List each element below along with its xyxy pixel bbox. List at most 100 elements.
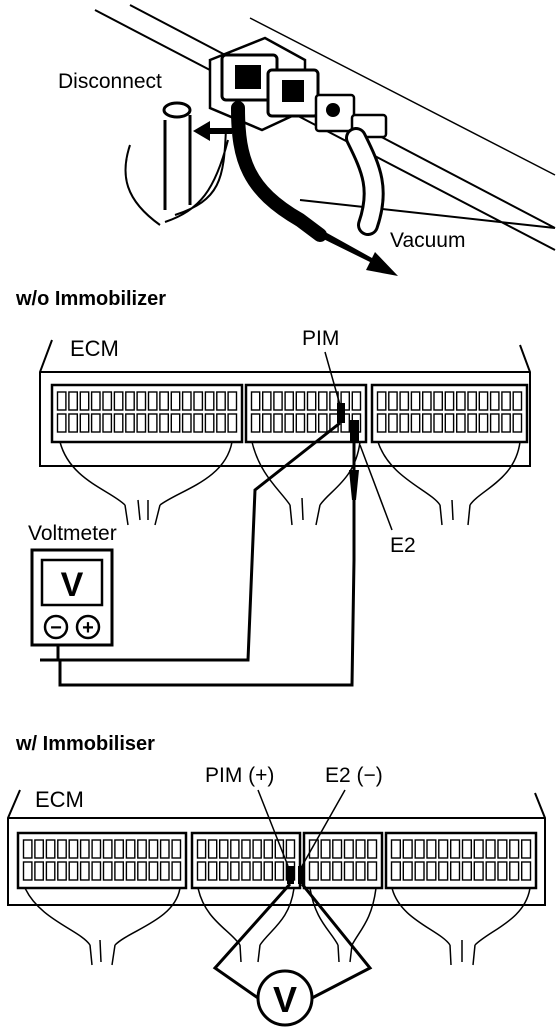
connector-pin-cavity: [478, 391, 489, 411]
connector-pin-cavity: [125, 861, 136, 881]
connector-pin-cavity: [22, 861, 33, 881]
sensor-connector: [220, 53, 388, 139]
ecm-connector-left: [50, 383, 244, 444]
ecm-connector-middle: [244, 383, 368, 444]
connector-pin-cavity: [147, 413, 158, 433]
harness-bundles-2: [24, 887, 531, 966]
connector-pin-cavity: [79, 861, 90, 881]
with-immobiliser-section: w/ Immobiliser ECM PIM (+) E2 (−): [7, 733, 546, 1027]
connector-pin-cavity: [343, 861, 354, 881]
connector-pin-cavity: [426, 861, 437, 881]
e2-minus-label: E2 (−): [325, 764, 383, 787]
connector-pin-cavity: [467, 391, 478, 411]
pim-label: PIM: [302, 327, 339, 350]
connector-pin-cavity: [159, 839, 170, 859]
disconnect-label: Disconnect: [58, 70, 162, 93]
connector-pin-cavity: [79, 413, 90, 433]
connector-pin-cavity: [485, 839, 496, 859]
wire-harness: [231, 101, 327, 242]
connector-pin-cavity: [45, 861, 56, 881]
connector-pin-cavity: [250, 413, 261, 433]
connector-pin-cavity: [367, 861, 378, 881]
connector-pin-cavity: [196, 861, 207, 881]
connector-pin-cavity: [252, 839, 262, 859]
connector-pin-cavity: [262, 391, 272, 411]
connector-pin-cavity: [91, 861, 102, 881]
ecm-housing-outline-2: [7, 789, 546, 906]
plus-terminal-glyph: +: [82, 617, 94, 639]
connector-pin-cavity: [456, 413, 466, 433]
connector-pin-cavity: [79, 839, 90, 859]
connector-pin-cavity: [68, 413, 79, 433]
connector-pin-cavity: [45, 839, 56, 859]
probe-e2-2: [298, 866, 305, 884]
connector-pin-cavity: [114, 861, 125, 881]
probe-lead-pim: [56, 421, 341, 662]
connector-pin-cavity: [207, 861, 218, 881]
meter-v-glyph: V: [61, 566, 84, 604]
connector-pin-cavity: [521, 839, 532, 859]
connector-pin-cavity: [501, 413, 511, 433]
connector-pin-cavity: [284, 391, 295, 411]
connector-pin-cavity: [68, 839, 79, 859]
connector-pin-cavity: [343, 839, 354, 859]
connector-pin-cavity: [227, 413, 238, 433]
connector-pin-cavity: [295, 413, 306, 433]
harness-bundles: [59, 441, 521, 526]
connector-pin-cavity: [204, 413, 215, 433]
connector-pin-cavity: [308, 861, 319, 881]
connector-pin-cavity: [467, 413, 478, 433]
connector-pin-cavity: [181, 391, 192, 411]
probe-pim-2: [287, 866, 294, 884]
connector-pin-cavity: [410, 391, 421, 411]
connector-pin-cavity: [450, 861, 461, 881]
connector-pin-cavity: [114, 839, 125, 859]
connector-pin-cavity: [218, 861, 229, 881]
connector-pin-cavity: [147, 391, 158, 411]
connector-pin-cavity: [422, 413, 432, 433]
connector-pin-cavity: [193, 391, 204, 411]
connector-pin-cavity: [285, 839, 296, 859]
probe-e2: [350, 420, 359, 442]
connector-pin-cavity: [216, 391, 226, 411]
probe-lead-pim-2: [212, 883, 292, 1000]
connector-pin-cavity: [402, 861, 413, 881]
connector-pin-cavity: [204, 391, 215, 411]
connector-pin-cavity: [170, 413, 181, 433]
connector-pin-cavity: [320, 839, 331, 859]
disconnected-hose: [124, 101, 192, 226]
vacuum-arrow: [295, 218, 398, 276]
connector-pin-cavity: [250, 391, 261, 411]
connector-pin-cavity: [306, 413, 317, 433]
connector-pin-cavity: [456, 391, 466, 411]
connector-pin-cavity: [148, 839, 159, 859]
connector-pin-cavity: [485, 861, 496, 881]
connector-pin-cavity: [56, 413, 67, 433]
connector-pin-cavity: [332, 861, 343, 881]
connector-pin-cavity: [137, 861, 147, 881]
connector-pin-cavity: [461, 839, 473, 859]
connector-pin-cavity: [433, 391, 444, 411]
connector-pin-cavity: [367, 839, 378, 859]
connector-pin-cavity: [91, 839, 102, 859]
connector-pin-cavity: [444, 413, 455, 433]
ecm-connector-4: [384, 831, 538, 890]
connector-pin-cavity: [262, 413, 272, 433]
connector-pin-cavity: [295, 391, 306, 411]
connector-pin-cavity: [318, 413, 328, 433]
connector-pin-cavity: [320, 861, 331, 881]
connector-pin-cavity: [461, 861, 473, 881]
connector-pin-cavity: [57, 861, 67, 881]
connector-pin-cavity: [473, 861, 484, 881]
connector-pin-cavity: [422, 391, 432, 411]
ecm-connector-right: [370, 383, 529, 444]
connector-pin-cavity: [512, 391, 523, 411]
connector-pin-cavity: [34, 839, 45, 859]
connector-pin-cavity: [102, 839, 113, 859]
connector-pin-cavity: [410, 413, 421, 433]
connector-pin-cavity: [159, 861, 170, 881]
connector-pin-cavity: [102, 861, 113, 881]
connector-pin-cavity: [340, 391, 351, 411]
connector-pin-cavity: [57, 839, 67, 859]
connector-pin-cavity: [438, 839, 449, 859]
